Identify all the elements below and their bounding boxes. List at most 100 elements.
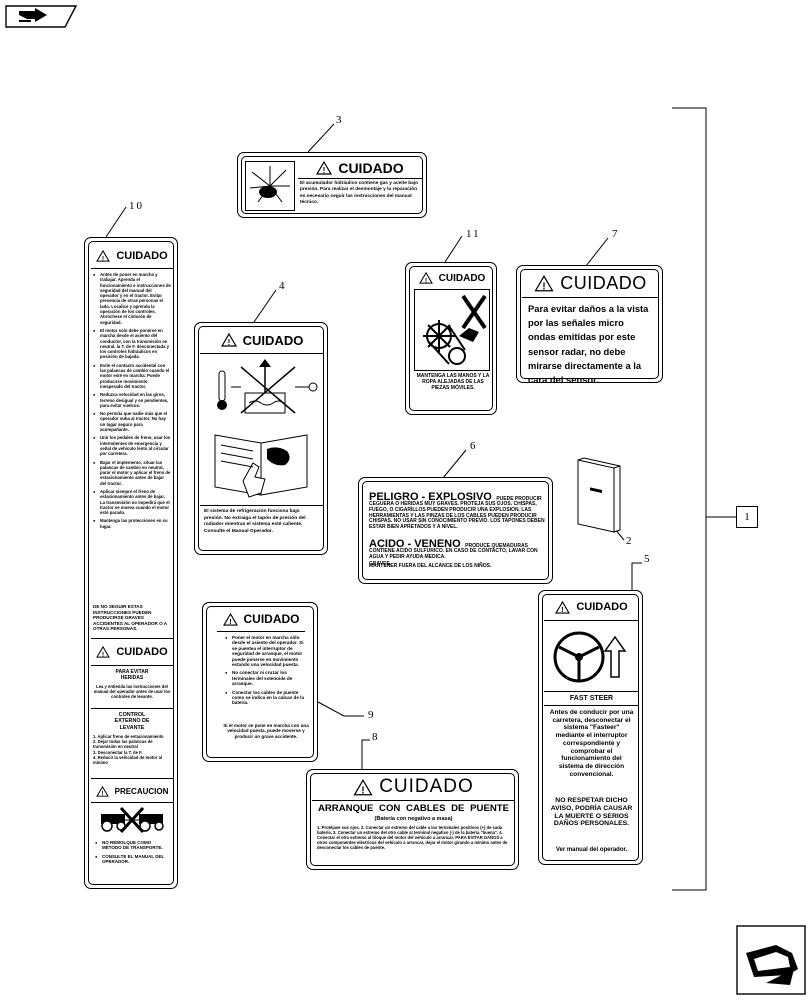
decal-title: ARRANQUE CON CABLES DE PUENTE	[317, 803, 510, 814]
callout-11: 11	[466, 228, 481, 240]
control-title: CONTROL EXTERNO DE LEVANTE	[114, 712, 150, 731]
decal-header: CUIDADO	[243, 612, 300, 626]
list-item: 2. Dejar todas las palancas de transmisi…	[93, 739, 153, 750]
callout-6: 6	[470, 440, 476, 452]
operator-manual-book	[574, 457, 626, 536]
warning-triangle-icon: !	[95, 785, 109, 797]
callout-5: 5	[644, 553, 650, 565]
list-item: Poner el motor en marcha sólo desde el a…	[225, 635, 309, 667]
decal-text: Antes de conducir por una carretera, des…	[549, 709, 634, 778]
decal-header: CUIDADO	[576, 601, 628, 613]
decal-header: CUIDADO	[116, 250, 168, 262]
callout-8: 8	[372, 731, 378, 743]
start-instructions-list: Poner el motor en marcha sólo desde el a…	[225, 635, 309, 709]
list-item: Evite el contacto accidental con las pal…	[93, 363, 171, 389]
instruction-text: Lea y entienda las instrucciones del man…	[93, 684, 171, 700]
warning-triangle-icon: !	[96, 645, 111, 658]
list-item: Mantenga las protecciones en su lugar.	[93, 518, 171, 529]
svg-text:!: !	[562, 605, 564, 614]
list-item: Bajar el implemento, situar las palancas…	[93, 460, 171, 486]
decal-accumulator-warning: ! CUIDADO El acumulador hidráulico conti…	[237, 152, 427, 218]
warning-triangle-icon: !	[220, 332, 237, 347]
header-suffix: PRODUCE QUEMADURAS GRAVES.	[369, 543, 528, 567]
decal-jumper-cables: ! CUIDADO ARRANQUE CON CABLES DE PUENTE …	[306, 769, 519, 870]
warning-text: NO RESPETAR DICHO AVISO, PODRÍA CAUSAR L…	[550, 797, 633, 828]
danger-text: CEGUERA O HERIDAS MUY GRAVES. PROTEJA SU…	[369, 501, 545, 531]
decal-header: CUIDADO	[338, 160, 404, 176]
decal-header: PELIGRO - EXPLOSIVO	[369, 491, 492, 503]
steering-wheel-icon	[547, 625, 637, 687]
warning-triangle-icon: !	[555, 600, 571, 614]
decal-header: CUIDADO	[379, 776, 474, 797]
decal-moving-parts-warning: ! CUIDADO MANTENGA LAS MANOS Y LA ROPA A…	[405, 262, 497, 415]
list-item: CONSULTE EL MANUAL DEL OPERADOR.	[95, 854, 171, 865]
svg-text:!: !	[227, 338, 230, 347]
part-reference-box: 1	[736, 506, 758, 528]
warning-triangle-icon: !	[222, 612, 238, 626]
list-item: Aplicar siempre el freno de estacionamie…	[93, 489, 171, 515]
caution-list: NO REMOLQUE COMO MÉTODO DE TRANSPORTE. C…	[95, 840, 171, 868]
safety-instructions-list: Antes de poner en marcha y trabajar. Apr…	[93, 272, 171, 532]
svg-text:!: !	[102, 255, 104, 262]
no-tow-icon	[95, 806, 169, 834]
decal-title: FAST STEER	[569, 695, 614, 702]
decal-fast-steer: ! CUIDADO FAST STEER Antes de conducir p…	[538, 590, 643, 865]
list-item: Unir los pedales de freno, usar los inte…	[93, 435, 171, 456]
callout-7: 7	[612, 228, 618, 240]
decal-header: PRECAUCION	[114, 786, 169, 796]
svg-text:!: !	[425, 277, 427, 284]
callout-10: 10	[129, 200, 144, 212]
next-page-icon[interactable]	[736, 925, 806, 995]
callout-9: 9	[368, 709, 374, 721]
svg-text:!: !	[362, 785, 365, 796]
decal-text: MANTENGA LAS MANOS Y LA ROPA ALEJADAS DE…	[416, 373, 490, 392]
decal-footer: Ver manual del operador.	[555, 847, 628, 853]
decal-subtitle: (Batería con negativo a masa)	[374, 816, 453, 822]
warning-triangle-icon: !	[316, 160, 333, 175]
belt-hand-hazard-icon	[414, 289, 490, 371]
decal-engine-start-warning: ! CUIDADO Poner el motor en marcha sólo …	[202, 602, 318, 762]
svg-text:!: !	[229, 617, 231, 626]
decal-radiator-warning: ! CUIDADO El sistema de refrigeración fu…	[194, 322, 328, 555]
decal-header: ACIDO - VENENO	[369, 538, 461, 550]
previous-page-icon[interactable]	[5, 5, 78, 28]
list-item: 4. Reducir la velocidad de motor al míni…	[93, 754, 163, 766]
warning-text: DE NO SEGUIR ESTAS INSTRUCCIONES PUEDEN …	[93, 604, 167, 632]
list-item: NO REMOLQUE COMO MÉTODO DE TRANSPORTE.	[95, 840, 171, 851]
decal-text: Si el motor se pone en marcha con una ve…	[223, 723, 309, 739]
decal-header: CUIDADO	[560, 272, 647, 293]
control-steps: 1. Aplicar freno de estacionamiento 2. D…	[93, 734, 171, 765]
list-item: Reduzca velocidad en las giros, terreno …	[93, 392, 171, 408]
header-suffix: PUEDE PRODUCIR	[496, 496, 542, 502]
manual-book-icon	[209, 425, 315, 503]
decal-operator-safety: ! CUIDADO Antes de poner en marcha y tra…	[84, 237, 178, 889]
list-item: No conectar ni cruzar los terminales del…	[225, 670, 309, 686]
decal-text: 1. Protéjase sus ojos. 2. Conectar un ex…	[317, 825, 508, 850]
decal-text: Para evitar daños a la vista por las señ…	[528, 303, 649, 383]
callout-3: 3	[336, 114, 342, 126]
list-item: No permita que nadie más que el operador…	[93, 411, 171, 432]
decal-text: El acumulador hidráulico contiene gas y …	[300, 181, 419, 206]
warning-triangle-icon: !	[353, 778, 373, 796]
subtitle: PARA EVITAR HERIDAS	[115, 669, 149, 681]
warning-triangle-icon: !	[534, 274, 554, 292]
list-item: 1. Aplicar freno de estacionamiento	[93, 734, 164, 739]
list-item: El motor solo debe ponerse en marcha des…	[93, 328, 171, 360]
warning-triangle-icon: !	[418, 271, 433, 284]
list-item: Antes de poner en marcha y trabajar. Apr…	[93, 272, 171, 325]
acid-text: CONTIENE ACIDO SULFURICO. EN CASO DE CON…	[369, 548, 538, 560]
svg-text:!: !	[543, 281, 546, 292]
decal-header: CUIDADO	[242, 332, 304, 348]
decal-text: El sistema de refrigeración funciona baj…	[204, 509, 306, 534]
decal-radar-warning: ! CUIDADO Para evitar daños a la vista p…	[516, 265, 663, 383]
warning-triangle-icon: !	[96, 249, 111, 262]
list-item: 3. Desconectar la T. de F.	[93, 749, 143, 755]
svg-text:!: !	[101, 790, 103, 797]
decal-header: CUIDADO	[116, 646, 168, 658]
children-warning: MANTENER FUERA DEL ALCANCE DE LOS NIÑOS.	[369, 563, 492, 569]
list-item: Conectar los cables de puente como se in…	[225, 690, 309, 706]
svg-text:!: !	[323, 166, 326, 175]
svg-text:!: !	[102, 651, 104, 658]
callout-4: 4	[279, 280, 285, 292]
decal-battery-danger: PELIGRO - EXPLOSIVO PUEDE PRODUCIR CEGUE…	[358, 477, 553, 584]
